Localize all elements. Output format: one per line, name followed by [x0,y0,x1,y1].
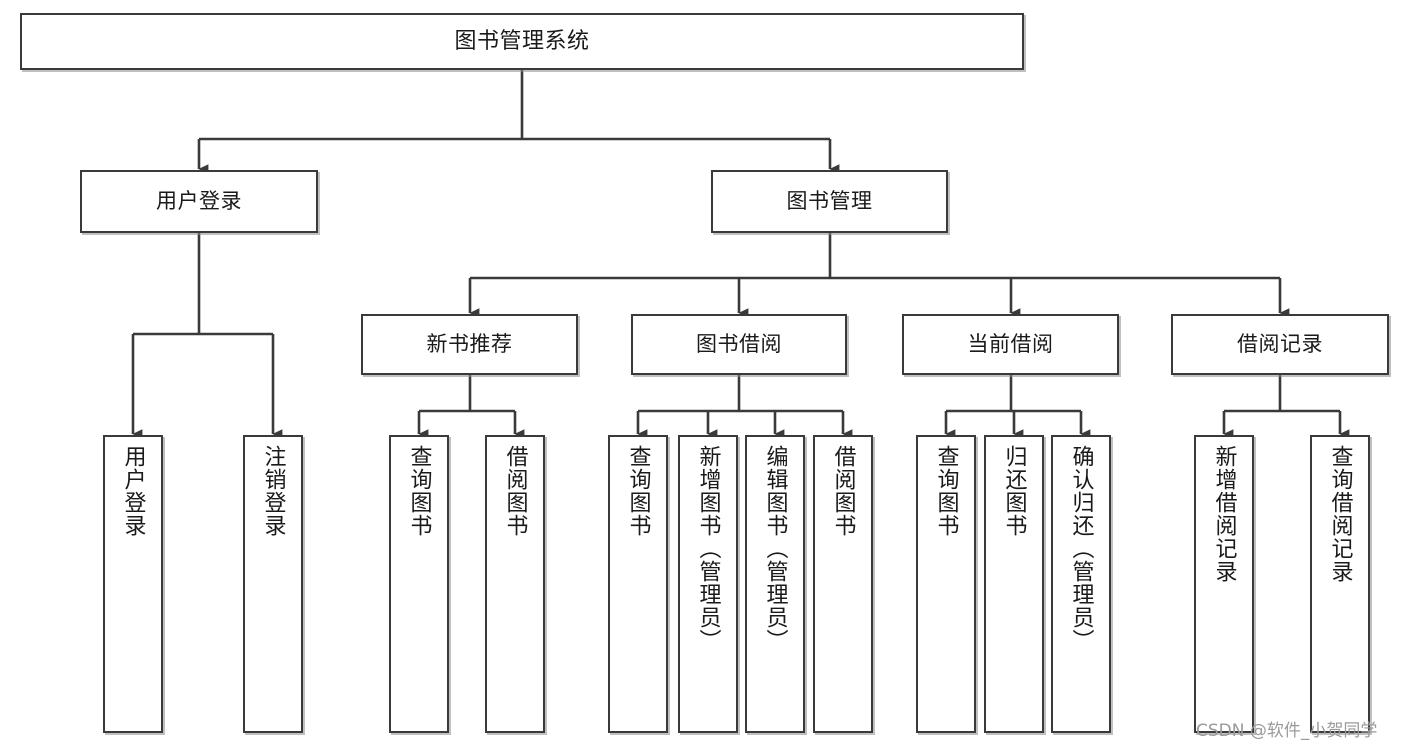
node-leaf_query_book_3[interactable]: 查询图书 [916,435,976,733]
node-leaf_query_book_2[interactable]: 查询图书 [608,435,668,733]
node-leaf_user_login[interactable]: 用户登录 [103,435,163,733]
node-leaf_return_book[interactable]: 归还图书 [984,435,1044,733]
node-leaf_query_book_1[interactable]: 查询图书 [389,435,449,733]
node-label: 查询图书 [406,445,432,537]
node-leaf_logout[interactable]: 注销登录 [243,435,303,733]
node-leaf_query_record[interactable]: 查询借阅记录 [1310,435,1370,733]
node-label: 图书借阅 [696,332,782,357]
node-leaf_confirm_return[interactable]: 确认归还（管理员） [1051,435,1111,733]
node-label: 借阅图书 [502,445,528,537]
node-label: 注销登录 [260,445,286,537]
node-user_login[interactable]: 用户登录 [80,170,318,233]
node-label: 编辑图书（管理员） [762,445,788,652]
node-leaf_edit_book[interactable]: 编辑图书（管理员） [745,435,805,733]
node-label: 查询图书 [933,445,959,537]
node-leaf_add_book[interactable]: 新增图书（管理员） [678,435,738,733]
node-label: 查询图书 [625,445,651,537]
node-label: 借阅图书 [830,445,856,537]
node-root[interactable]: 图书管理系统 [20,13,1024,70]
node-borrow_record[interactable]: 借阅记录 [1171,314,1389,375]
node-label: 借阅记录 [1237,332,1323,357]
csdn-watermark: CSDN @软件_小贺同学 [1196,721,1378,741]
node-label: 新增借阅记录 [1211,445,1237,583]
node-label: 图书管理 [786,189,873,214]
node-label: 查询借阅记录 [1327,445,1353,583]
node-label: 新书推荐 [426,332,513,357]
node-label: 当前借阅 [967,332,1054,357]
node-label: 新增图书（管理员） [695,445,721,652]
node-book_manage[interactable]: 图书管理 [711,170,948,233]
node-leaf_add_record[interactable]: 新增借阅记录 [1194,435,1254,733]
node-book_borrow[interactable]: 图书借阅 [631,314,847,375]
node-label: 用户登录 [120,445,146,537]
node-label: 用户登录 [156,189,242,214]
node-new_book_rec[interactable]: 新书推荐 [361,314,578,375]
node-label: 归还图书 [1001,445,1027,537]
node-current_borrow[interactable]: 当前借阅 [902,314,1119,375]
node-leaf_borrow_book_1[interactable]: 借阅图书 [485,435,545,733]
node-label: 图书管理系统 [454,28,590,54]
node-label: 确认归还（管理员） [1068,445,1094,652]
node-leaf_borrow_book_2[interactable]: 借阅图书 [813,435,873,733]
